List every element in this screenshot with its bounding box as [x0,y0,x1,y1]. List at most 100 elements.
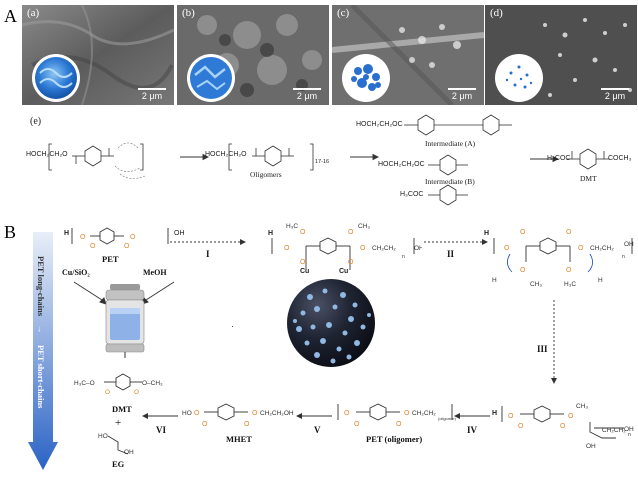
svg-text:H₃C–O: H₃C–O [74,380,95,387]
dmt-right-formula: COCH₃ [608,155,632,162]
pet-oh: OH [174,230,185,237]
svg-text:O: O [396,421,402,428]
dmt-structure: H₃C–O O–CH₃ O O [74,373,163,396]
svg-text:O: O [130,234,136,241]
svg-text:CH₂CH₂OH: CH₂CH₂OH [260,410,294,417]
svg-text:O: O [202,421,208,428]
step-6-label: VI [156,425,167,435]
svg-text:OH: OH [586,443,596,450]
sem-label-b: (b) [182,7,195,19]
arrow-label-short: PET short-chains [36,345,46,409]
oligomer-formula: HOCH₂CH₂O [205,151,247,158]
svg-text:H₃C: H₃C [286,223,298,230]
scale-bar-b: 2 μm [293,88,321,101]
svg-text:CH₂CH₂: CH₂CH₂ [372,245,396,252]
sem-image-a: (a) 2 μm [22,5,174,105]
intermediate-a-label: Intermediate (A) [425,139,476,148]
svg-text:OH: OH [124,449,134,456]
cu-label-1: Cu [300,268,310,275]
scheme-e-label: (e) [30,116,42,127]
catalyst-label: Cu/SiO₂ [62,268,90,277]
svg-text:CH₃: CH₃ [530,281,542,288]
svg-text:O: O [566,267,572,274]
cleaved-h: H [492,410,498,417]
pet-oligomer-label: PET (oligomer) [366,434,423,444]
panel-a-label: A [4,6,17,26]
sem-label-d: (d) [490,7,503,19]
svg-text:O: O [252,410,258,417]
svg-text:OH: OH [624,241,634,248]
dmt-left-formula: H₃COC [547,155,571,162]
plus-sign: + [115,417,122,429]
intermediate-a-formula: HOCH₂CH₂OC [356,121,403,128]
svg-text:H: H [492,277,497,284]
bottom-formula: H₃COC [400,191,424,198]
svg-text:O: O [518,423,524,430]
sem-image-c: (c) 2 μm [332,5,484,105]
svg-text:O: O [300,259,306,266]
step-2-arrow [424,239,488,245]
cu-label-2: Cu [339,268,349,275]
svg-text:O: O [348,229,354,236]
eg-structure: HO OH [98,433,134,456]
svg-text:n: n [402,254,405,260]
svg-text:O: O [578,245,584,252]
svg-text:O: O [300,229,306,236]
step-5-label: V [314,425,321,435]
step-3-label: III [537,344,548,354]
svg-text:OH: OH [624,426,634,433]
svg-text:O: O [360,245,366,252]
svg-text:O–CH₃: O–CH₃ [142,380,163,387]
svg-text:O: O [90,243,96,250]
svg-text:O: O [344,410,350,417]
sem-image-b: (b) 2 μm [177,5,329,105]
intermediate-b-label: Intermediate (B) [425,177,475,186]
svg-text:CH₃: CH₃ [358,223,370,230]
small-dot: · [231,321,234,331]
svg-text:HO: HO [182,410,192,417]
sem-image-d: (d) 2 μm [485,5,637,105]
mhet-label: MHET [226,434,252,444]
step-4-label: IV [467,425,478,435]
step-1-arrow [170,239,246,245]
transition-h: H [484,230,490,237]
svg-text:O: O [124,243,130,250]
step-5-arrow [296,413,332,419]
scale-bar-a: 2 μm [138,88,166,101]
arrow-label-sep: → [36,325,46,334]
sem-label-c: (c) [337,7,350,19]
svg-text:O: O [508,413,514,420]
svg-text:O: O [105,389,110,396]
svg-text:O: O [80,234,86,241]
svg-text:O: O [244,421,250,428]
solvent-label: MeOH [143,268,167,277]
step-6-arrow [142,413,178,419]
svg-text:O: O [566,229,572,236]
sem-label-a: (a) [27,7,40,19]
reactor-vessel [73,281,175,358]
cu-sio2-sphere [287,279,375,367]
arrow-label-long: PET long-chains [36,256,46,317]
svg-text:O: O [354,421,360,428]
svg-text:H₃C: H₃C [564,281,576,288]
svg-text:O: O [504,245,510,252]
step-1-label: I [206,249,210,259]
svg-text:O: O [134,389,139,396]
panel-b-label: B [4,222,17,242]
svg-text:O: O [560,423,566,430]
svg-text:O: O [520,229,526,236]
dmt-label: DMT [580,174,597,183]
svg-text:O: O [520,267,526,274]
svg-text:O: O [404,410,410,417]
pet-label: PET [102,254,119,264]
svg-text:O: O [194,410,200,417]
dmt-product-label: DMT [112,404,132,414]
svg-text:n: n [622,254,625,260]
step-4-arrow [454,413,490,419]
